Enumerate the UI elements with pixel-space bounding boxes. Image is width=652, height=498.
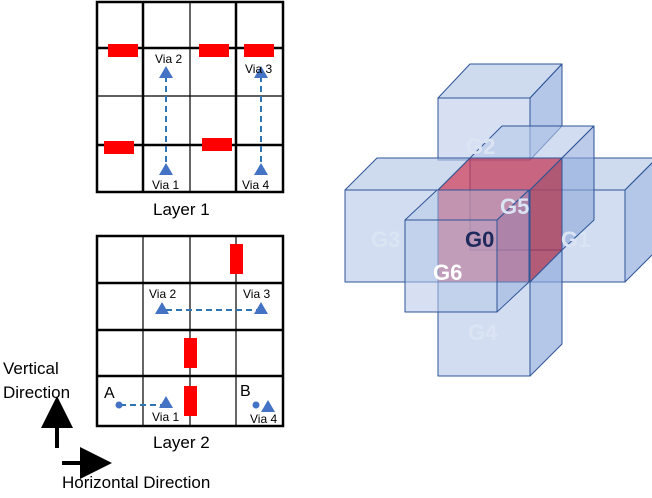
via-label: Via 4 bbox=[242, 178, 269, 192]
point-b-label: B bbox=[240, 383, 251, 400]
via-label: Via 3 bbox=[243, 287, 270, 301]
vertical-direction-label: Direction bbox=[3, 383, 70, 402]
via-triangle bbox=[254, 302, 268, 314]
via-label: Via 4 bbox=[250, 412, 277, 426]
layer2-paths bbox=[120, 309, 258, 406]
via-triangle bbox=[155, 302, 169, 314]
via-label: Via 1 bbox=[152, 178, 179, 192]
via-label: Via 3 bbox=[245, 62, 272, 76]
point-a-label: A bbox=[104, 385, 115, 402]
layer2-blockers bbox=[184, 244, 243, 416]
layer1-caption: Layer 1 bbox=[153, 200, 210, 219]
layer2-points bbox=[115, 401, 260, 409]
cube-label: G2 bbox=[466, 134, 495, 159]
blocker bbox=[184, 338, 197, 368]
layer1-blockers bbox=[104, 44, 274, 154]
layer1-grid bbox=[95, 0, 285, 194]
cube-label: G1 bbox=[561, 227, 590, 252]
vertical-direction-label: Vertical bbox=[3, 359, 59, 378]
cube-label: G3 bbox=[371, 227, 400, 252]
layer1-vias bbox=[159, 66, 268, 175]
cube-label: G5 bbox=[500, 194, 529, 219]
point-b bbox=[252, 401, 260, 409]
layer2-caption: Layer 2 bbox=[153, 433, 210, 452]
blocker bbox=[184, 386, 197, 416]
via-label: Via 1 bbox=[152, 410, 179, 424]
via-label: Via 2 bbox=[149, 287, 176, 301]
blocker bbox=[104, 141, 134, 154]
point-a bbox=[115, 401, 123, 409]
via-label: Via 2 bbox=[155, 52, 182, 66]
blocker bbox=[230, 244, 243, 274]
via-triangle bbox=[254, 163, 268, 175]
blocker bbox=[202, 138, 232, 151]
cube-cross bbox=[344, 63, 652, 377]
layer2-vias bbox=[155, 302, 275, 412]
blocker bbox=[199, 44, 229, 57]
cube-label: G6 bbox=[433, 260, 462, 285]
via-triangle bbox=[254, 66, 268, 78]
via-triangle bbox=[159, 396, 173, 408]
cube-g6 bbox=[404, 189, 530, 313]
blocker bbox=[108, 44, 138, 57]
cube-label: G0 bbox=[465, 227, 494, 252]
horizontal-direction-label: Horizontal Direction bbox=[62, 473, 210, 492]
via-triangle bbox=[261, 400, 275, 412]
blocker bbox=[244, 44, 274, 57]
layer1-paths bbox=[165, 76, 262, 164]
cube-label: G4 bbox=[468, 320, 498, 345]
via-triangle bbox=[159, 163, 173, 175]
via-triangle bbox=[159, 66, 173, 78]
